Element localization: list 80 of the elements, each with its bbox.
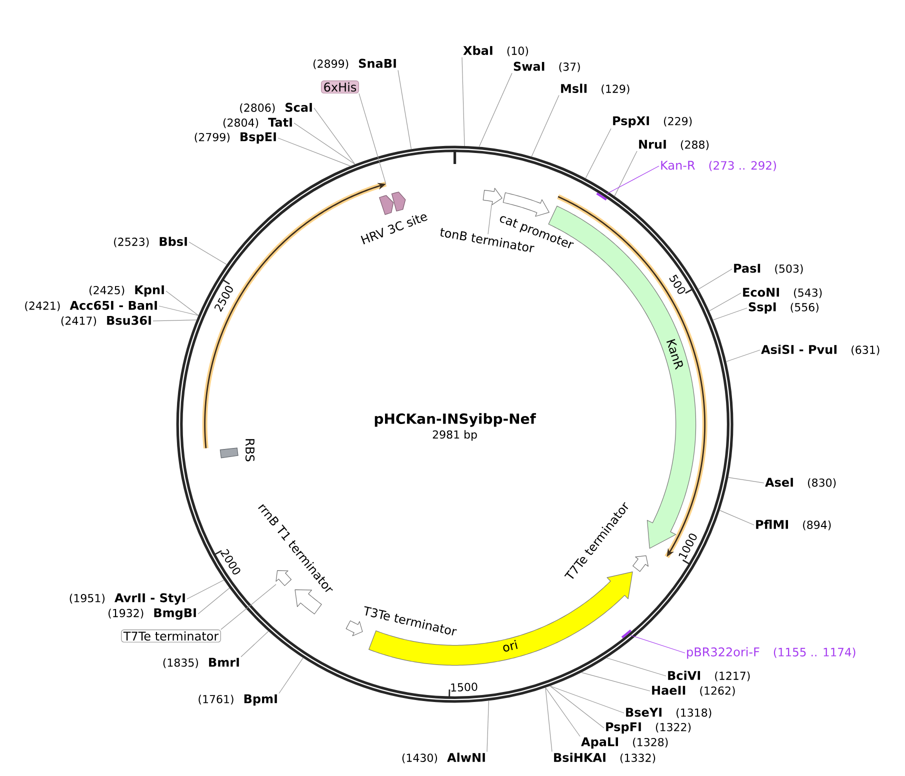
leader-line bbox=[314, 108, 356, 165]
restriction-site-label: SspI (556) bbox=[748, 302, 818, 314]
restriction-site-label: (1835) BmrI bbox=[163, 658, 239, 668]
restriction-site-label: (2806) ScaI bbox=[240, 102, 312, 114]
leader-line bbox=[545, 687, 552, 752]
leader-line bbox=[166, 290, 199, 316]
leader-line bbox=[606, 166, 660, 194]
leader-line bbox=[606, 658, 666, 676]
restriction-site-label: BciVI (1217) bbox=[668, 670, 750, 682]
restriction-site-label: SwaI (37) bbox=[514, 62, 580, 72]
feature-block bbox=[220, 448, 238, 458]
leader-line bbox=[580, 672, 650, 692]
restriction-site-label: ApaLI (1328) bbox=[581, 737, 668, 749]
restriction-site-label: BsiHKAI (1332) bbox=[554, 752, 656, 764]
feature-label: HRV 3C site bbox=[360, 214, 428, 244]
restriction-site-label: (1951) AvrII - StyI bbox=[70, 593, 185, 605]
leader-line bbox=[585, 128, 612, 179]
plasmid-name: pHCKan-INSyibp-Nef bbox=[374, 413, 536, 427]
restriction-site-label: (2523) BbsI bbox=[114, 236, 187, 248]
label-box: T7Te terminator bbox=[121, 630, 221, 642]
restriction-site-label: (2899) SnaBI bbox=[313, 58, 396, 70]
leader-line bbox=[152, 320, 197, 322]
leader-line bbox=[462, 56, 465, 146]
leader-line bbox=[478, 72, 512, 148]
restriction-site-label: EcoNI (543) bbox=[743, 288, 822, 298]
leader-line bbox=[220, 584, 276, 630]
tick-label: 2500 bbox=[214, 286, 233, 312]
restriction-site-label: (2421) Acc65I - BanI bbox=[25, 300, 157, 312]
leader-line bbox=[358, 93, 386, 184]
restriction-site-label: HaeII (1262) bbox=[652, 686, 735, 696]
leader-line bbox=[278, 138, 351, 166]
leader-line bbox=[198, 588, 230, 614]
leader-line bbox=[728, 477, 764, 484]
restriction-site-label: BseYI (1318) bbox=[626, 708, 712, 718]
primer-label: Kan-R (273 .. 292) bbox=[661, 160, 776, 172]
leader-line bbox=[550, 686, 604, 728]
tick-label: 1500 bbox=[451, 682, 478, 692]
primer-mark bbox=[621, 630, 632, 638]
restriction-site-label: (1430) AlwNI bbox=[402, 752, 485, 764]
leader-line bbox=[545, 687, 580, 737]
leader-line bbox=[630, 635, 686, 654]
primer-mark bbox=[596, 192, 607, 201]
leader-line bbox=[158, 306, 199, 316]
leader-line bbox=[240, 630, 269, 658]
leader-line bbox=[550, 686, 624, 714]
restriction-site-label: AseI (830) bbox=[765, 478, 836, 488]
label-box: 6xHis bbox=[321, 80, 359, 94]
leader-line bbox=[398, 70, 412, 150]
leader-line bbox=[531, 94, 560, 157]
restriction-site-label: (1932) BmgBI bbox=[108, 608, 196, 620]
pentagon-marker bbox=[391, 192, 406, 212]
restriction-site-label: XbaI (10) bbox=[463, 46, 528, 56]
restriction-site-label: (2417) Bsu36I bbox=[61, 316, 151, 326]
feature-label: RBS bbox=[245, 439, 255, 462]
leader-line bbox=[708, 292, 742, 312]
restriction-site-label: (2804) TatI bbox=[223, 118, 292, 128]
restriction-site-label: (2799) BspEI bbox=[194, 132, 276, 144]
restriction-site-label: MslI (129) bbox=[561, 84, 630, 94]
restriction-site-label: PflMI (894) bbox=[756, 520, 831, 530]
leader-line bbox=[726, 350, 760, 362]
restriction-site-label: (1761) BpmI bbox=[198, 694, 277, 706]
leader-line bbox=[278, 658, 304, 694]
leader-line bbox=[719, 510, 754, 526]
restriction-site-label: AsiSI - PvuI (631) bbox=[761, 344, 880, 356]
leader-line bbox=[294, 122, 356, 165]
restriction-site-label: PspXI (229) bbox=[613, 116, 692, 128]
restriction-site-label: PasI (503) bbox=[734, 264, 803, 274]
leader-line bbox=[698, 268, 732, 290]
leader-line bbox=[186, 580, 224, 600]
size-label: 2981 bp bbox=[432, 430, 477, 441]
leader-line bbox=[486, 700, 490, 752]
leader-line bbox=[188, 242, 227, 265]
restriction-site-label: PspFI (1322) bbox=[606, 722, 691, 734]
leader-line bbox=[712, 308, 748, 320]
primer-label: pBR322ori-F (1155 .. 1174) bbox=[687, 647, 856, 659]
restriction-site-label: NruI (288) bbox=[639, 140, 709, 150]
leader-line bbox=[614, 150, 638, 196]
outline-arrow bbox=[482, 188, 502, 206]
restriction-site-label: (2425) KpnI bbox=[89, 285, 164, 297]
leader-line bbox=[488, 204, 492, 235]
